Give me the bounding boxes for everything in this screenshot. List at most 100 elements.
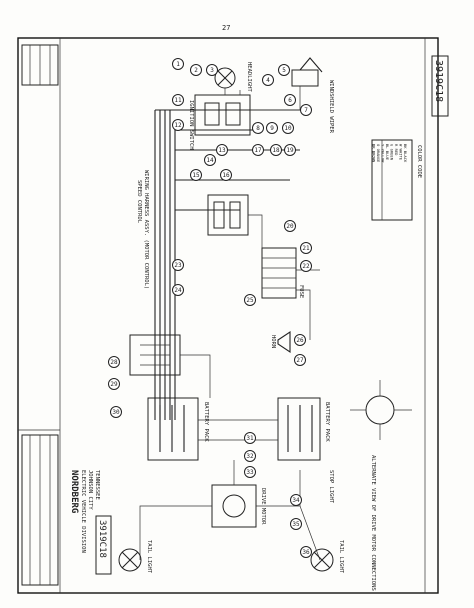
connection-node-label: 11 xyxy=(174,97,182,104)
connection-node: 12 xyxy=(172,119,184,131)
color-code-row: Y YELLOW xyxy=(381,144,386,163)
drawing-border xyxy=(17,37,439,594)
connection-node: 36 xyxy=(300,546,312,558)
connection-node: 32 xyxy=(244,450,256,462)
connection-node-label: 8 xyxy=(256,125,260,132)
connection-node-label: 10 xyxy=(284,125,292,132)
connection-node-label: 17 xyxy=(254,147,262,154)
connection-node: 25 xyxy=(244,294,256,306)
connection-node: 27 xyxy=(294,354,306,366)
battery-rear-label: BATTERY PACK xyxy=(324,402,330,442)
color-code-row: O ORANGE xyxy=(376,144,381,163)
tail-light-left xyxy=(118,548,142,572)
alternate-view-diagram xyxy=(350,380,412,440)
company-block: NORDBERG ELECTRIC VEHICLE DIVISION JOHNS… xyxy=(69,470,100,553)
connection-node: 9 xyxy=(266,122,278,134)
fuse-block xyxy=(261,247,297,299)
color-code-row: W WHITE xyxy=(399,144,404,161)
connection-node-label: 30 xyxy=(112,409,120,416)
connection-node: 22 xyxy=(300,260,312,272)
connection-node-label: 3 xyxy=(210,67,214,74)
circuit-wires xyxy=(139,86,321,561)
title-drawing-number: 3919C18 xyxy=(97,520,107,558)
connection-node: 7 xyxy=(300,104,312,116)
motor-harness-label: WIRING HARNESS ASSY. (MOTOR CONTROL) xyxy=(143,170,149,289)
connection-node: 17 xyxy=(252,144,264,156)
connection-node: 2 xyxy=(190,64,202,76)
connection-node-label: 7 xyxy=(304,107,308,114)
connection-node: 24 xyxy=(172,284,184,296)
connection-node: 8 xyxy=(252,122,264,134)
alternate-view-label: ALTERNATE VIEW OF DRIVE MOTOR CONNECTION… xyxy=(370,455,376,591)
connection-node-label: 28 xyxy=(110,359,118,366)
connection-node-label: 16 xyxy=(222,172,230,179)
drawing-number-block: 3919C18 xyxy=(431,55,449,117)
connection-node-label: 34 xyxy=(292,497,300,504)
connection-node: 29 xyxy=(108,378,120,390)
connection-node: 33 xyxy=(244,466,256,478)
connection-node-label: 4 xyxy=(266,77,270,84)
ignition-switch-block xyxy=(194,94,251,136)
connection-node-label: 32 xyxy=(246,453,254,460)
connection-node: 11 xyxy=(172,94,184,106)
connection-node-label: 23 xyxy=(174,262,182,269)
connection-node-label: 20 xyxy=(286,223,294,230)
color-code-table xyxy=(371,139,413,221)
connection-node: 30 xyxy=(110,406,122,418)
horn-label: HORN xyxy=(270,335,276,348)
battery-front-label: BATTERY PACK xyxy=(203,402,209,442)
fuse-label: FUSE xyxy=(298,285,304,298)
connection-node-label: 13 xyxy=(218,147,226,154)
connection-node-label: 35 xyxy=(292,521,300,528)
connection-node-label: 19 xyxy=(286,147,294,154)
connection-node-label: 21 xyxy=(302,245,310,252)
revision-table xyxy=(21,44,59,86)
connection-node: 26 xyxy=(294,334,306,346)
connection-node-label: 12 xyxy=(174,122,182,129)
company-logo-text: NORDBERG xyxy=(69,470,79,513)
page-number: 27 xyxy=(222,24,230,32)
connection-node-label: 29 xyxy=(110,381,118,388)
wiper-label: WINDSHIELD WIPER xyxy=(328,80,334,134)
speed-control-label: SPEED CONTROL xyxy=(136,180,142,224)
connection-node-label: 14 xyxy=(206,157,214,164)
connection-node-label: 18 xyxy=(272,147,280,154)
color-code-row: BL BLUE xyxy=(385,144,390,161)
connection-node-label: 26 xyxy=(296,337,304,344)
connection-node-label: 6 xyxy=(288,97,292,104)
connection-node-label: 1 xyxy=(176,61,180,68)
connection-node: 14 xyxy=(204,154,216,166)
company-line-3: TENNESSEE xyxy=(94,470,100,500)
wiper-symbol xyxy=(291,57,323,87)
color-code-row: BK BLACK xyxy=(403,144,408,163)
title-block xyxy=(21,434,59,586)
connection-node-label: 27 xyxy=(296,357,304,364)
harness-bundle xyxy=(154,109,300,420)
connection-node: 15 xyxy=(190,169,202,181)
connection-node: 23 xyxy=(172,259,184,271)
connection-node: 5 xyxy=(278,64,290,76)
connection-node: 13 xyxy=(216,144,228,156)
connection-node-label: 25 xyxy=(246,297,254,304)
battery-pack-rear xyxy=(277,397,321,461)
drive-motor-block xyxy=(211,484,257,528)
color-code-row: R RED xyxy=(394,144,399,156)
connection-node: 34 xyxy=(290,494,302,506)
color-code-row: BR BROWN xyxy=(372,144,377,163)
connection-node-label: 36 xyxy=(302,549,310,556)
headlight-label: HEADLIGHT xyxy=(246,62,252,92)
connection-node-label: 9 xyxy=(270,125,274,132)
color-code-row: G GREEN xyxy=(390,144,395,161)
connection-node: 35 xyxy=(290,518,302,530)
control-relay-block xyxy=(207,194,249,236)
connection-node-label: 31 xyxy=(246,435,254,442)
headlight-symbol xyxy=(214,67,236,89)
tail-light-right-label: TAIL LIGHT xyxy=(338,540,344,574)
connection-node: 19 xyxy=(284,144,296,156)
connection-node: 1 xyxy=(172,58,184,70)
connection-node: 18 xyxy=(270,144,282,156)
connection-node: 21 xyxy=(300,242,312,254)
